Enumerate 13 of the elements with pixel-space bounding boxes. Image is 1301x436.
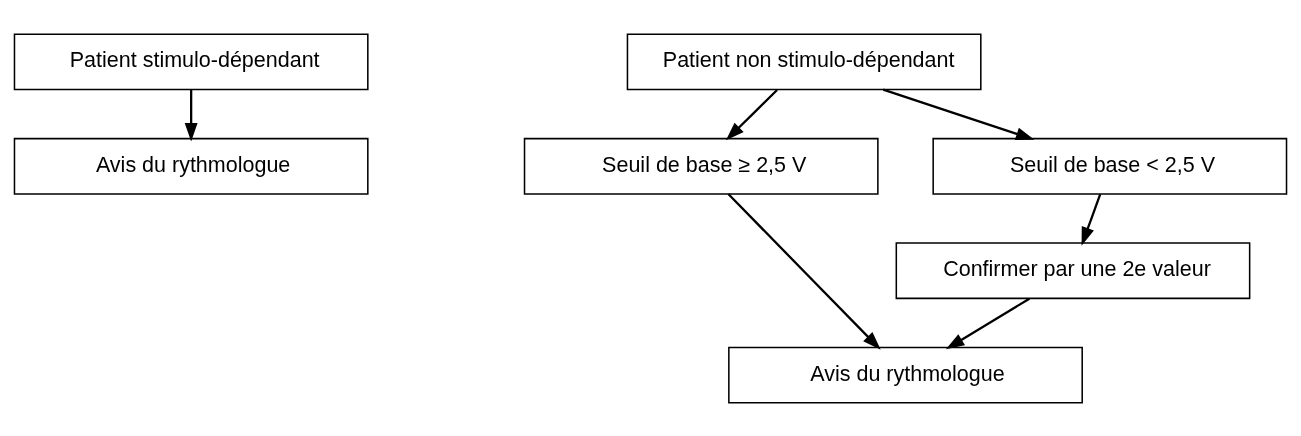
arrow: [882, 87, 1035, 140]
node-box: Patient non stimulo-dépendant: [626, 32, 982, 90]
node-box: Patient stimulo-dépendant: [13, 32, 369, 90]
arrow: [945, 297, 1031, 349]
arrow: [1081, 193, 1102, 246]
arrow: [184, 89, 198, 141]
node-box: Seuil de base < 2,5 V: [932, 137, 1288, 195]
node-box: Seuil de base ≥ 2,5 V: [523, 137, 879, 195]
node-box: Confirmer par une 2e valeur: [895, 241, 1251, 299]
arrow: [725, 88, 778, 140]
node-box: Avis du rythmologue: [13, 137, 369, 195]
arrow: [727, 192, 881, 350]
node-box: Avis du rythmologue: [728, 346, 1083, 404]
